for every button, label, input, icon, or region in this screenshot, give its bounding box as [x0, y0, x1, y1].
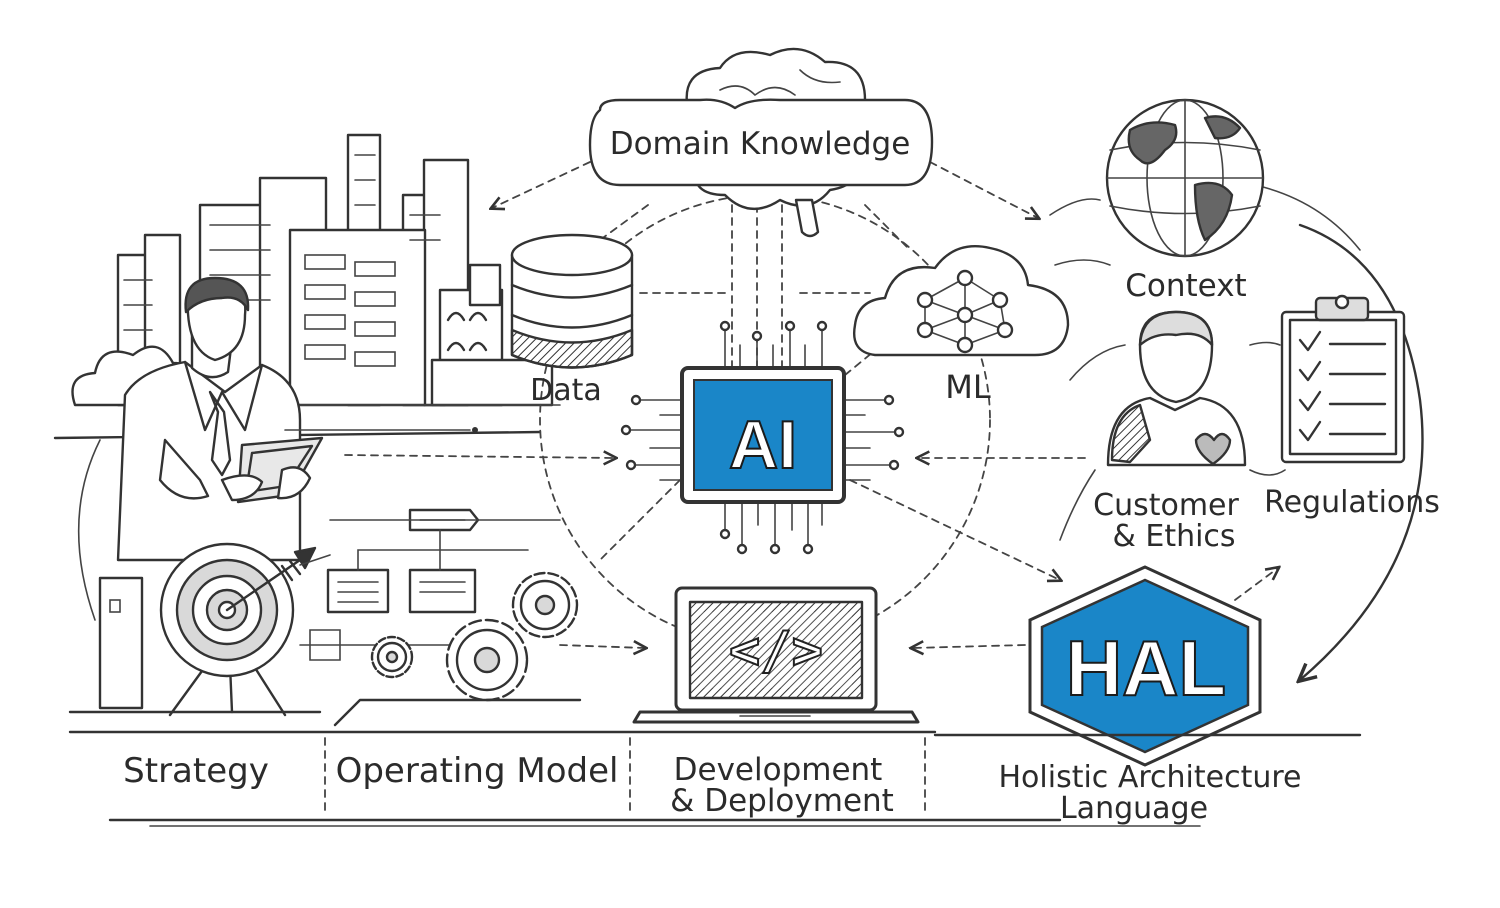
chip-icon — [620, 320, 905, 555]
domain-knowledge-label: Domain Knowledge — [610, 126, 911, 162]
target-icon — [68, 542, 322, 717]
hal-full-label-line2: Language — [1060, 791, 1208, 826]
clipboard-icon — [1280, 294, 1406, 464]
ml-label: ML — [945, 368, 991, 406]
gears-icon — [299, 508, 582, 727]
businessman-icon — [116, 276, 324, 562]
globe-icon — [1105, 98, 1265, 258]
database-icon — [510, 233, 634, 369]
data-label: Data — [530, 373, 602, 408]
cloud-network-icon — [853, 245, 1070, 357]
domain-knowledge-bubble — [588, 98, 934, 187]
development-label-line1: Development — [674, 752, 883, 788]
context-label: Context — [1125, 268, 1246, 304]
operating-model-label: Operating Model — [336, 751, 619, 791]
strategy-label: Strategy — [123, 751, 269, 791]
customer-label-line2: & Ethics — [1112, 519, 1235, 554]
regulations-label: Regulations — [1264, 485, 1440, 520]
code-glyph: </> — [729, 621, 823, 681]
laptop-icon — [632, 586, 920, 724]
hexagon-icon — [1028, 565, 1262, 767]
customer-label-line1: Customer — [1093, 488, 1239, 523]
hal-label: HAL — [1066, 624, 1226, 712]
development-label-line2: & Deployment — [670, 783, 894, 819]
bottom-band — [68, 730, 1362, 827]
ai-label: AI — [729, 407, 797, 483]
person-icon — [1106, 310, 1247, 467]
hal-full-label-line1: Holistic Architecture — [998, 760, 1301, 795]
